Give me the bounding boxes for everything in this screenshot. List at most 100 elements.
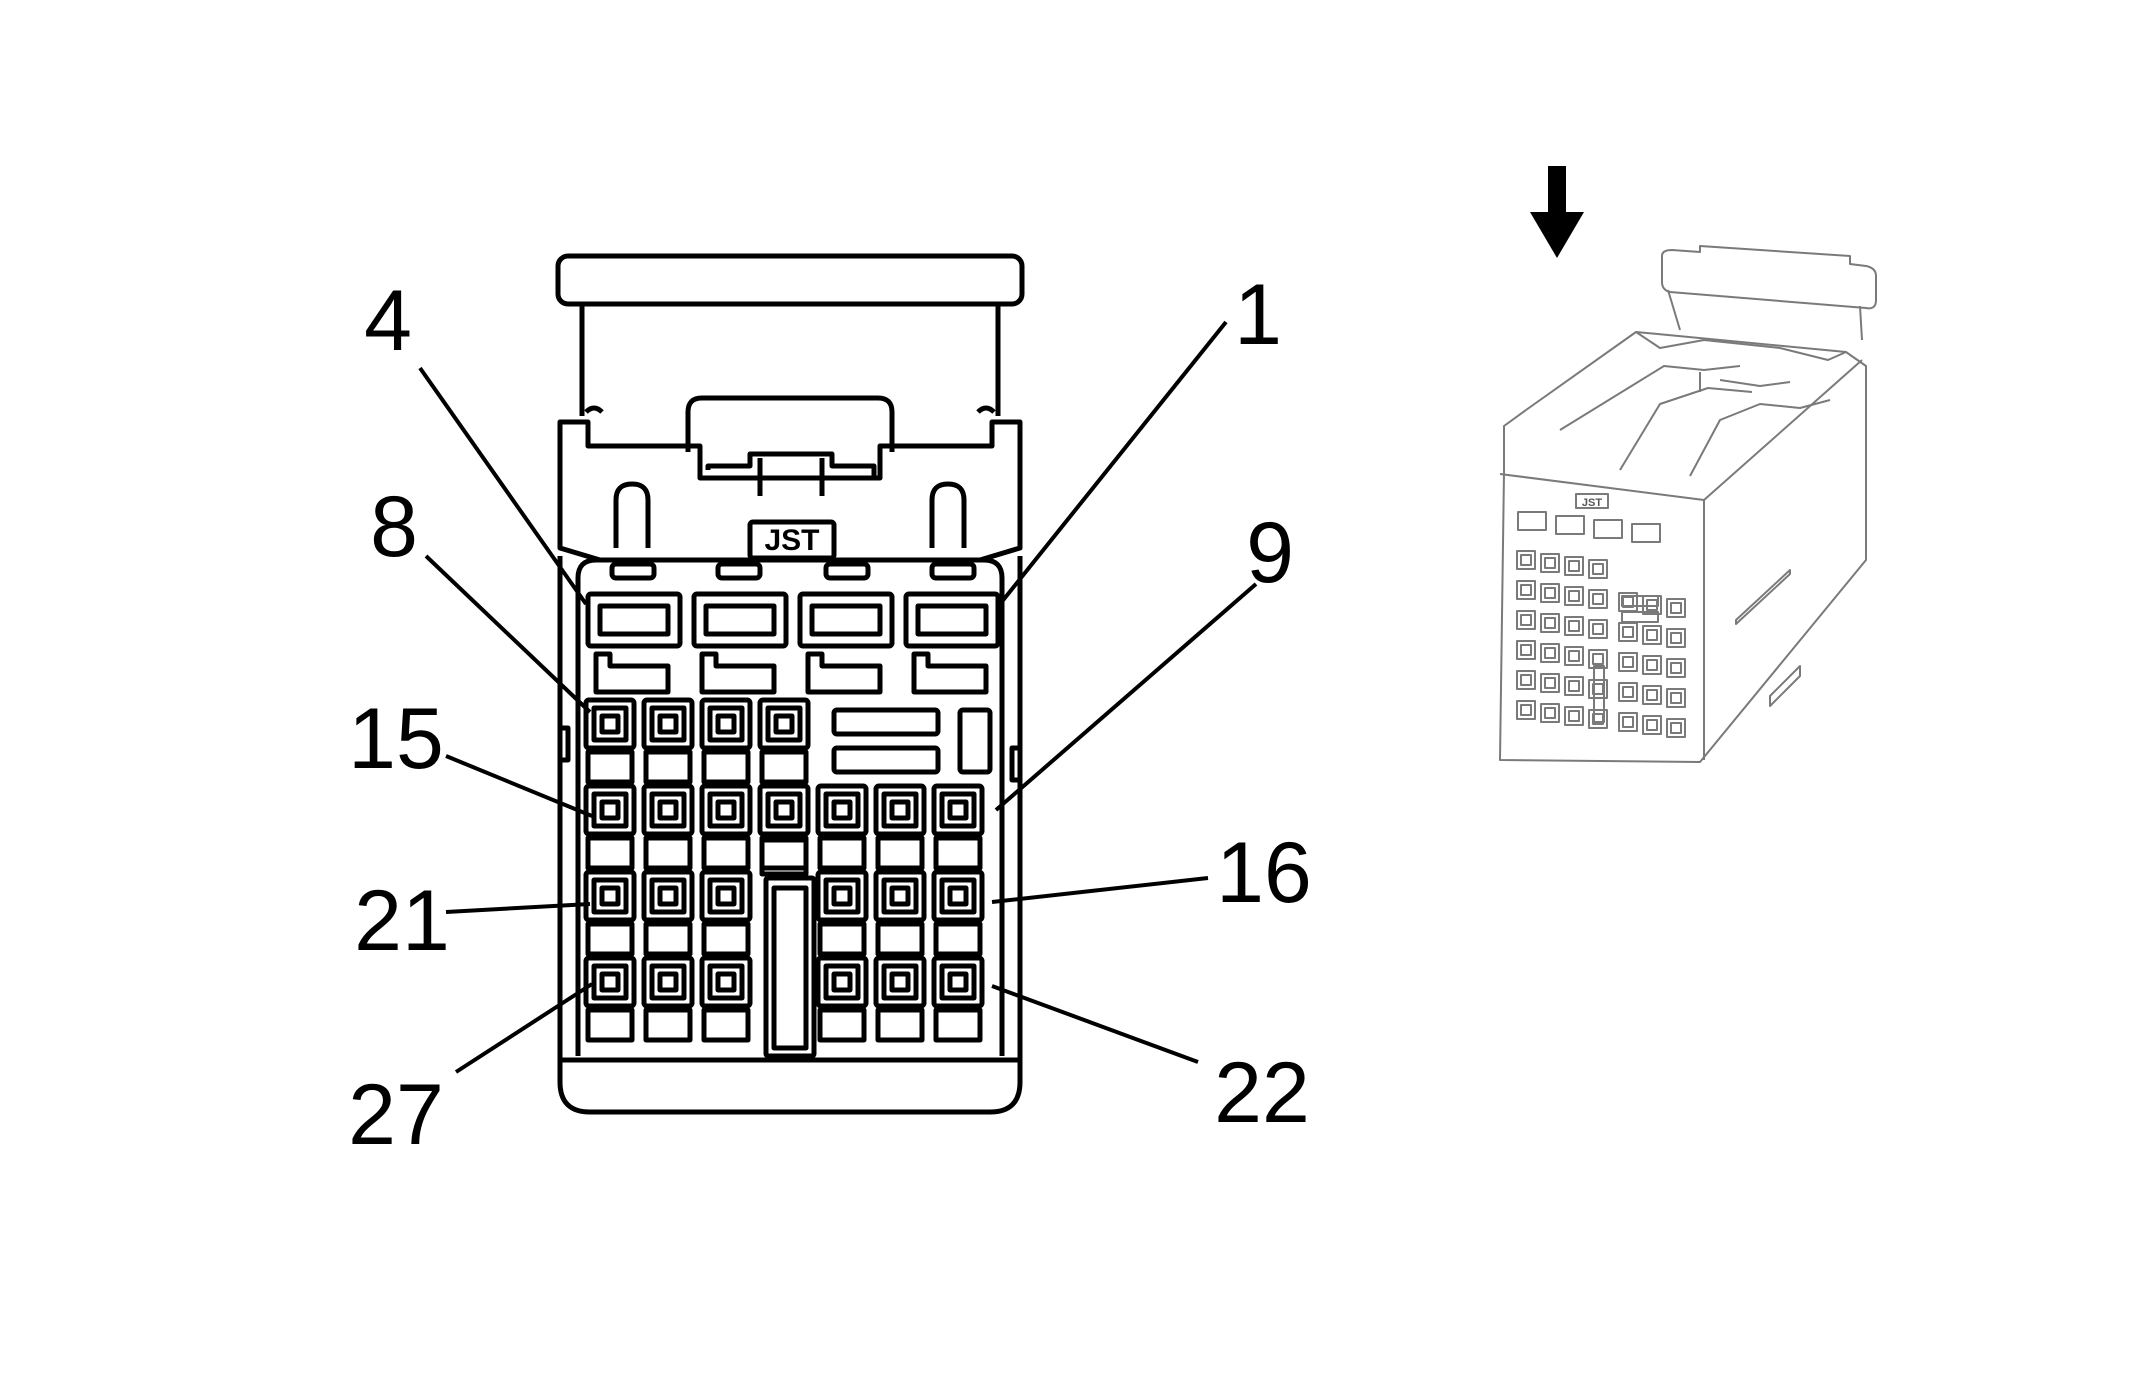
inner-body-outline — [575, 557, 1005, 1056]
iso-front-face — [1499, 473, 1705, 760]
iso-terminal-cavity — [1540, 613, 1560, 633]
iso-terminal-cavity — [1618, 652, 1638, 672]
iso-terminal-cavity — [1588, 589, 1608, 609]
iso-terminal-cavity — [1564, 646, 1584, 666]
iso-terminal-cavity — [1564, 556, 1584, 576]
top-latch-bar — [555, 253, 1025, 307]
leader-lines — [418, 320, 1258, 1074]
terminal-cavity — [931, 783, 985, 871]
iso-large-cavities — [1517, 511, 1661, 543]
iso-terminal-cavity — [1564, 616, 1584, 636]
connector-face-view — [418, 253, 1258, 1115]
pin-number-labels: 4 1 8 9 15 16 21 27 22 — [348, 267, 1312, 1163]
terminal-cavity — [699, 955, 753, 1043]
iso-terminal-cavity — [1564, 706, 1584, 726]
iso-terminal-cavity — [1516, 550, 1536, 570]
iso-terminal-cavity — [1516, 580, 1536, 600]
iso-terminal-cavity — [1588, 619, 1608, 639]
connector-isometric-view: JST — [1499, 245, 1877, 763]
iso-terminal-cavity — [1540, 583, 1560, 603]
iso-terminal-cavity — [1642, 655, 1662, 675]
terminal-cavity — [873, 869, 927, 957]
pin-label-16: 16 — [1216, 825, 1312, 921]
iso-terminal-cavity — [1666, 598, 1686, 618]
pin-label-1: 1 — [1234, 267, 1282, 363]
iso-brand-mark: JST — [1582, 497, 1602, 509]
center-divider — [763, 875, 817, 1059]
pin-label-27: 27 — [348, 1067, 444, 1163]
latch-hook-right — [976, 405, 996, 414]
large-cavity-pin-4 — [585, 591, 683, 695]
terminal-cavity — [757, 697, 811, 785]
terminal-cavity — [931, 869, 985, 957]
iso-terminal-cavity — [1564, 586, 1584, 606]
post-right — [929, 481, 967, 548]
iso-center-divider — [1593, 665, 1605, 723]
lock-tab-sides — [757, 458, 825, 496]
pin-label-4: 4 — [364, 273, 412, 369]
iso-brand-plate — [1575, 493, 1609, 509]
iso-terminal-cavity — [1618, 622, 1638, 642]
terminal-cavity — [583, 697, 637, 785]
iso-terminal-cavity — [1516, 670, 1536, 690]
post-left — [613, 481, 651, 548]
center-divider-inner — [771, 885, 809, 1051]
latch-hook-left — [584, 405, 604, 414]
iso-housing-outline — [1499, 331, 1867, 763]
lock-window-frame — [685, 395, 895, 452]
iso-top-latch — [1661, 245, 1877, 310]
iso-terminal-cavity — [1618, 682, 1638, 702]
terminal-cavity — [641, 697, 695, 785]
notch-left — [560, 725, 571, 763]
iso-terminal-cavity — [1666, 628, 1686, 648]
terminal-cavity — [699, 783, 753, 871]
lock-tab — [705, 451, 877, 480]
terminal-cavity — [583, 783, 637, 871]
iso-terminal-cavity — [1540, 703, 1560, 723]
iso-side-rail — [1735, 569, 1791, 625]
iso-terminal-cavity — [1516, 610, 1536, 630]
terminal-cavity — [931, 955, 985, 1043]
iso-terminal-cavity — [1564, 676, 1584, 696]
iso-terminal-cavity — [1540, 673, 1560, 693]
iso-terminal-cavity — [1666, 718, 1686, 738]
terminal-cavity — [815, 783, 869, 871]
terminal-cavity — [583, 955, 637, 1043]
large-cavity-row — [585, 591, 1001, 695]
iso-terminal-cavity — [1540, 553, 1560, 573]
iso-terminal-cavity — [1588, 559, 1608, 579]
terminal-cavity — [641, 869, 695, 957]
iso-terminal-cavity-grid — [1516, 550, 1686, 738]
pin-label-22: 22 — [1214, 1045, 1310, 1141]
iso-terminal-cavity — [1642, 625, 1662, 645]
iso-terminal-cavity — [1642, 685, 1662, 705]
terminal-cavity — [641, 783, 695, 871]
main-body-outline — [557, 556, 1023, 1115]
terminal-cavity — [583, 869, 637, 957]
terminal-cavity — [757, 783, 811, 871]
cavity-skirt — [759, 837, 809, 877]
iso-terminal-cavity — [1516, 700, 1536, 720]
iso-terminal-cavity — [1516, 640, 1536, 660]
iso-terminal-cavity — [1666, 658, 1686, 678]
large-cavity-pin-1 — [903, 591, 1001, 695]
terminal-cavity — [699, 697, 753, 785]
pin-label-9: 9 — [1246, 505, 1294, 601]
large-cavity-pin-3 — [691, 591, 789, 695]
terminal-cavity — [815, 955, 869, 1043]
pin-label-8: 8 — [370, 479, 418, 575]
iso-terminal-cavity — [1588, 649, 1608, 669]
terminal-cavity — [873, 783, 927, 871]
iso-terminal-cavity — [1666, 688, 1686, 708]
iso-terminal-cavity — [1540, 643, 1560, 663]
terminal-cavity — [815, 869, 869, 957]
terminal-cavity — [641, 955, 695, 1043]
terminal-cavity-grid — [583, 697, 985, 1043]
blank-slots — [831, 707, 993, 775]
pin-label-15: 15 — [348, 691, 444, 787]
terminal-cavity — [699, 869, 753, 957]
iso-terminal-cavity — [1642, 715, 1662, 735]
notch-right — [1009, 745, 1020, 783]
slot-dashes — [609, 561, 977, 581]
